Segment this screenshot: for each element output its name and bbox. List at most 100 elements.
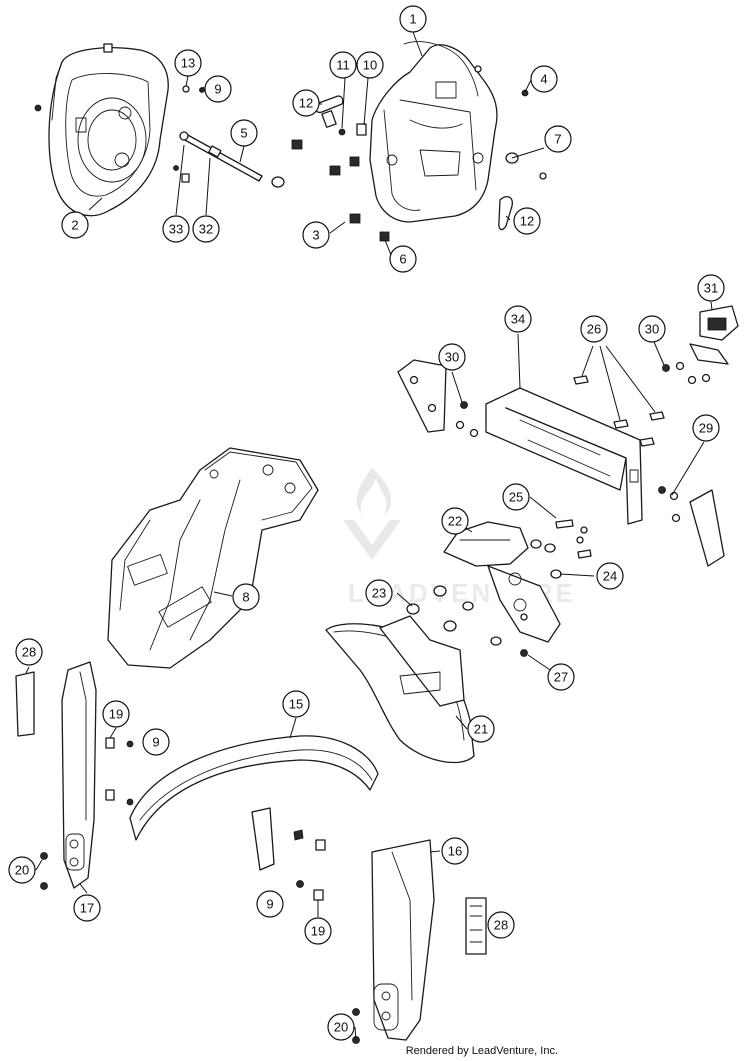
callout-4: 4 [530, 65, 558, 93]
svg-text:8: 8 [242, 590, 249, 605]
svg-text:13: 13 [181, 56, 195, 71]
callout-3: 3 [302, 221, 330, 249]
svg-text:5: 5 [240, 126, 247, 141]
svg-text:3: 3 [312, 228, 319, 243]
callout-9-left: 9 [142, 728, 170, 756]
svg-text:6: 6 [399, 252, 406, 267]
tail-hardware [406, 519, 592, 657]
rear-fender [325, 615, 475, 764]
svg-text:26: 26 [587, 322, 601, 337]
svg-text:21: 21 [474, 722, 488, 737]
svg-text:28: 28 [22, 645, 36, 660]
svg-text:9: 9 [214, 82, 221, 97]
svg-text:16: 16 [448, 844, 462, 859]
headlight-mask [48, 47, 169, 217]
fork-guard-left [40, 661, 134, 890]
svg-text:12: 12 [299, 96, 313, 111]
svg-text:7: 7 [554, 132, 561, 147]
callout-29: 29 [692, 414, 720, 442]
svg-text:33: 33 [169, 222, 183, 237]
callout-16: 16 [441, 837, 469, 865]
callout-9-top: 9 [204, 75, 232, 103]
svg-text:30: 30 [645, 322, 659, 337]
svg-text:30: 30 [445, 350, 459, 365]
callout-26: 26 [580, 315, 608, 343]
callout-30-right: 30 [638, 315, 666, 343]
svg-text:29: 29 [699, 421, 713, 436]
callout-32: 32 [192, 215, 220, 243]
callout-24: 24 [596, 562, 624, 590]
fork-guard-right [352, 839, 435, 1044]
svg-text:4: 4 [540, 72, 547, 87]
callout-31: 31 [697, 274, 725, 302]
callout-8: 8 [232, 583, 260, 611]
callout-11: 11 [329, 51, 357, 79]
callout-27: 27 [547, 663, 575, 691]
svg-text:23: 23 [372, 586, 386, 601]
callout-19-bottom: 19 [304, 917, 332, 945]
svg-text:32: 32 [199, 222, 213, 237]
mounting-pin [179, 131, 285, 188]
decal-28-right [465, 897, 487, 955]
callout-12-right: 12 [513, 207, 541, 235]
callout-33: 33 [162, 215, 190, 243]
callout-25: 25 [502, 483, 530, 511]
svg-text:9: 9 [152, 735, 159, 750]
callout-20-left: 20 [8, 856, 36, 884]
tail-light [443, 521, 561, 643]
callout-10: 10 [356, 51, 384, 79]
lower-fasteners [296, 880, 324, 901]
callout-5: 5 [230, 119, 258, 147]
svg-text:28: 28 [494, 918, 508, 933]
callout-30-left: 30 [438, 343, 466, 371]
svg-text:34: 34 [511, 312, 525, 327]
callout-22: 22 [441, 507, 469, 535]
callout-19-left: 19 [102, 700, 130, 728]
reflector-plate-left [397, 359, 479, 438]
mask-fasteners [34, 43, 205, 183]
svg-text:24: 24 [603, 569, 617, 584]
svg-text:17: 17 [80, 901, 94, 916]
callout-12-top: 12 [292, 89, 320, 117]
bolts-26 [573, 375, 665, 447]
svg-text:31: 31 [704, 281, 718, 296]
headlight-bracket [369, 41, 498, 223]
svg-text:20: 20 [15, 863, 29, 878]
rear-subframe [107, 447, 319, 669]
callout-2: 2 [61, 211, 89, 239]
callout-9-bottom: 9 [256, 890, 284, 918]
svg-text:27: 27 [554, 670, 568, 685]
callout-21: 21 [467, 715, 495, 743]
svg-text:12: 12 [520, 214, 534, 229]
callout-28-left: 28 [15, 638, 43, 666]
bracket-fasteners [291, 65, 547, 242]
svg-text:9: 9 [266, 897, 273, 912]
callout-1: 1 [399, 5, 427, 33]
reflector-28-left [15, 671, 35, 737]
front-fender [129, 735, 379, 871]
svg-text:19: 19 [311, 924, 325, 939]
callout-13: 13 [174, 49, 202, 77]
callout-7: 7 [544, 125, 572, 153]
svg-text:25: 25 [509, 490, 523, 505]
svg-text:19: 19 [109, 707, 123, 722]
callout-6: 6 [389, 245, 417, 273]
watermark-v-icon [343, 520, 401, 560]
svg-text:10: 10 [363, 58, 377, 73]
license-light [662, 305, 739, 385]
watermark-flame-icon [356, 468, 392, 516]
svg-text:22: 22 [448, 514, 462, 529]
callout-28-right: 28 [487, 911, 515, 939]
callout-17: 17 [73, 894, 101, 922]
reflector-right [658, 486, 725, 567]
render-credit: Rendered by LeadVenture, Inc. [405, 1045, 558, 1057]
callout-20-bottom: 20 [327, 1013, 355, 1041]
callout-15: 15 [282, 690, 310, 718]
svg-text:15: 15 [289, 697, 303, 712]
svg-text:11: 11 [336, 58, 350, 73]
callout-23: 23 [365, 579, 393, 607]
svg-text:1: 1 [409, 12, 416, 27]
callout-34: 34 [504, 305, 532, 333]
license-bracket [485, 387, 643, 525]
